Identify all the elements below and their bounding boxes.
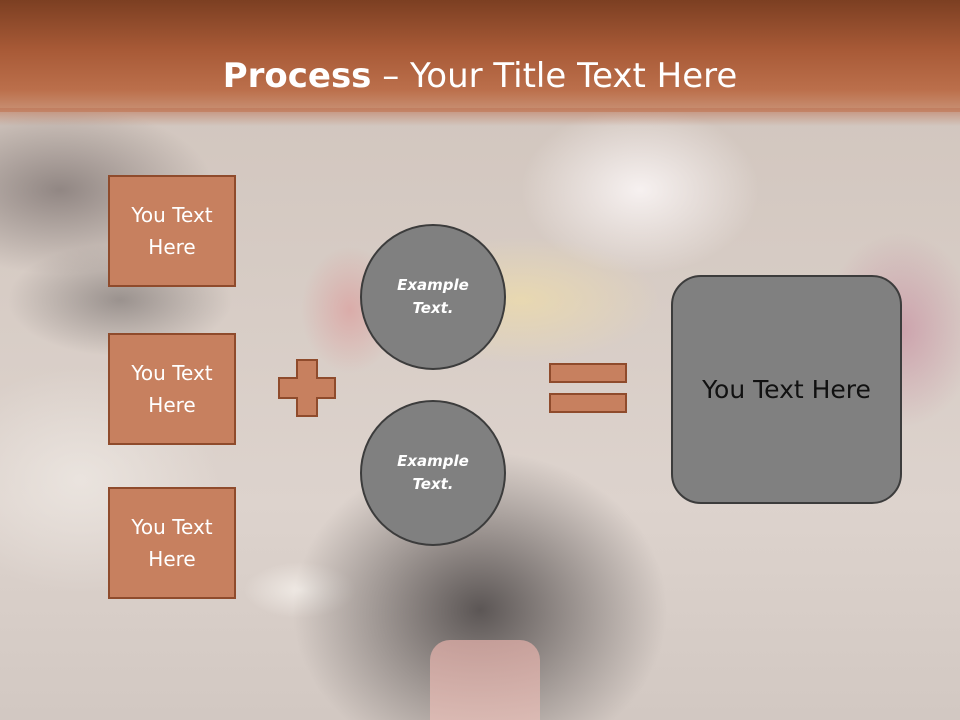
title-bar-fade [0, 108, 960, 126]
equals-icon-bottom-bar[interactable] [549, 393, 627, 413]
example-circle-1[interactable]: Example Text. [360, 224, 506, 370]
text-box-2[interactable]: You Text Here [108, 333, 236, 445]
result-box[interactable]: You Text Here [671, 275, 902, 504]
text-box-3-label: You Text Here [131, 515, 213, 571]
text-box-2-label: You Text Here [131, 361, 213, 417]
result-box-label: You Text Here [702, 375, 871, 404]
slide-title-bold: Process [222, 56, 372, 96]
equals-icon-top-bar[interactable] [549, 363, 627, 383]
background-photo-detail [430, 640, 540, 720]
text-box-1-label: You Text Here [131, 203, 213, 259]
slide-title[interactable]: Process – Your Title Text Here [0, 54, 960, 98]
example-circle-2-label: Example Text. [397, 452, 469, 493]
text-box-3[interactable]: You Text Here [108, 487, 236, 599]
example-circle-2[interactable]: Example Text. [360, 400, 506, 546]
example-circle-1-label: Example Text. [397, 276, 469, 317]
title-bar [0, 0, 960, 112]
slide-title-rest: – Your Title Text Here [371, 56, 738, 96]
text-box-1[interactable]: You Text Here [108, 175, 236, 287]
plus-icon[interactable] [277, 358, 337, 418]
